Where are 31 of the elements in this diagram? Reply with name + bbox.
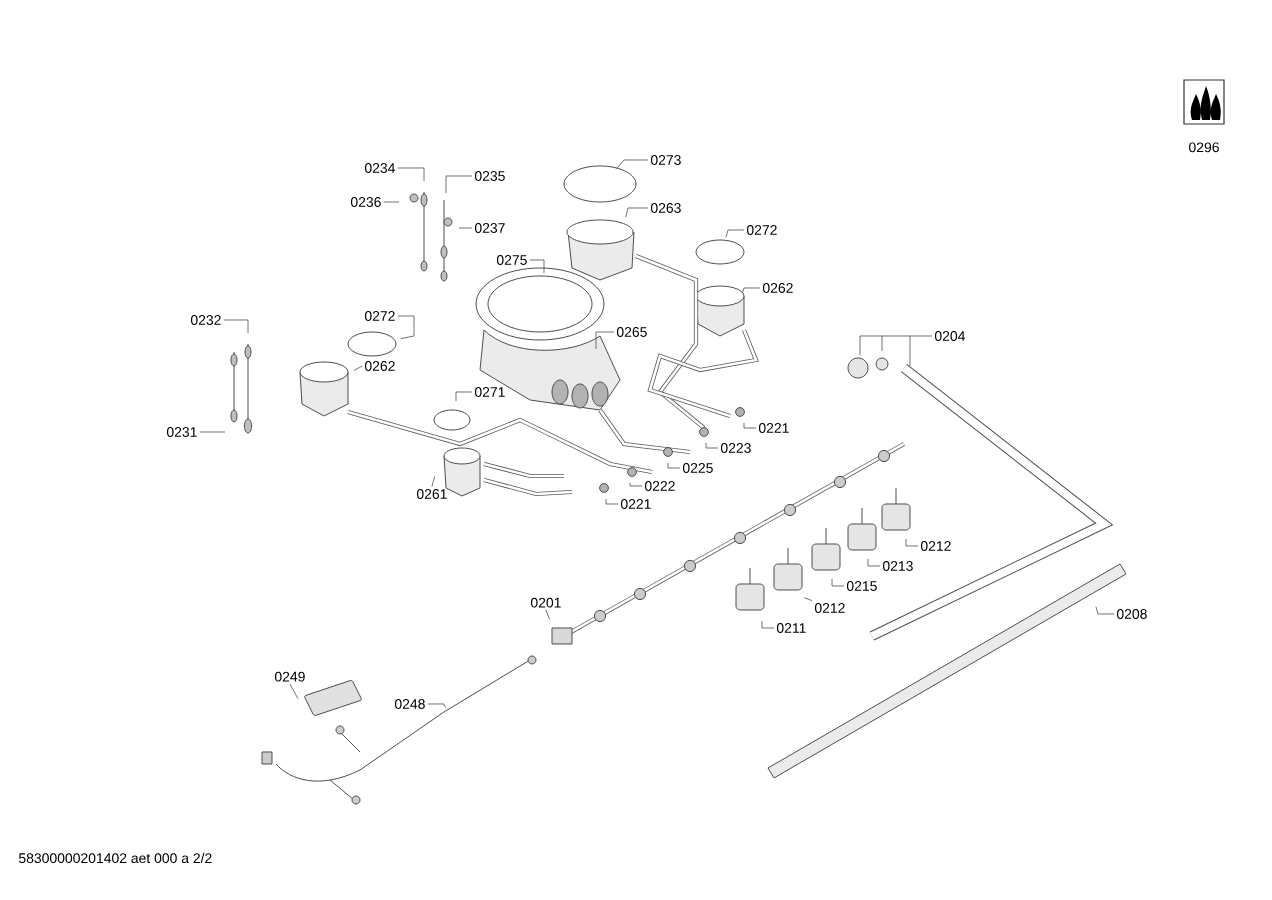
leader-line [353, 365, 363, 371]
leader-line [223, 319, 249, 334]
leader-line [803, 597, 813, 602]
leader-line [199, 431, 226, 433]
leader-line [397, 167, 425, 182]
leader-line [397, 315, 415, 339]
leader-line [431, 476, 436, 488]
leader-line [1095, 606, 1115, 615]
leader-line [427, 703, 446, 708]
leader-line [667, 462, 681, 469]
leader-line [761, 620, 775, 629]
leader-line [529, 259, 545, 274]
leader-line [289, 683, 299, 699]
leader-line [743, 422, 757, 429]
leader-line [867, 558, 881, 567]
leader-line [741, 287, 761, 294]
leader-line [905, 538, 919, 547]
leader-line [625, 207, 649, 218]
leader-line [605, 498, 619, 505]
leader-line [831, 578, 845, 587]
leader-line [616, 159, 649, 170]
leader-line [455, 391, 473, 402]
leader-line [458, 227, 473, 229]
leader-line [445, 175, 473, 194]
leader-line [545, 609, 550, 620]
leader-line [595, 331, 615, 350]
leader-line [725, 229, 745, 238]
leader-line [909, 335, 933, 367]
leader-line [705, 442, 719, 449]
leader-line [383, 201, 400, 203]
leader-line [629, 482, 643, 487]
